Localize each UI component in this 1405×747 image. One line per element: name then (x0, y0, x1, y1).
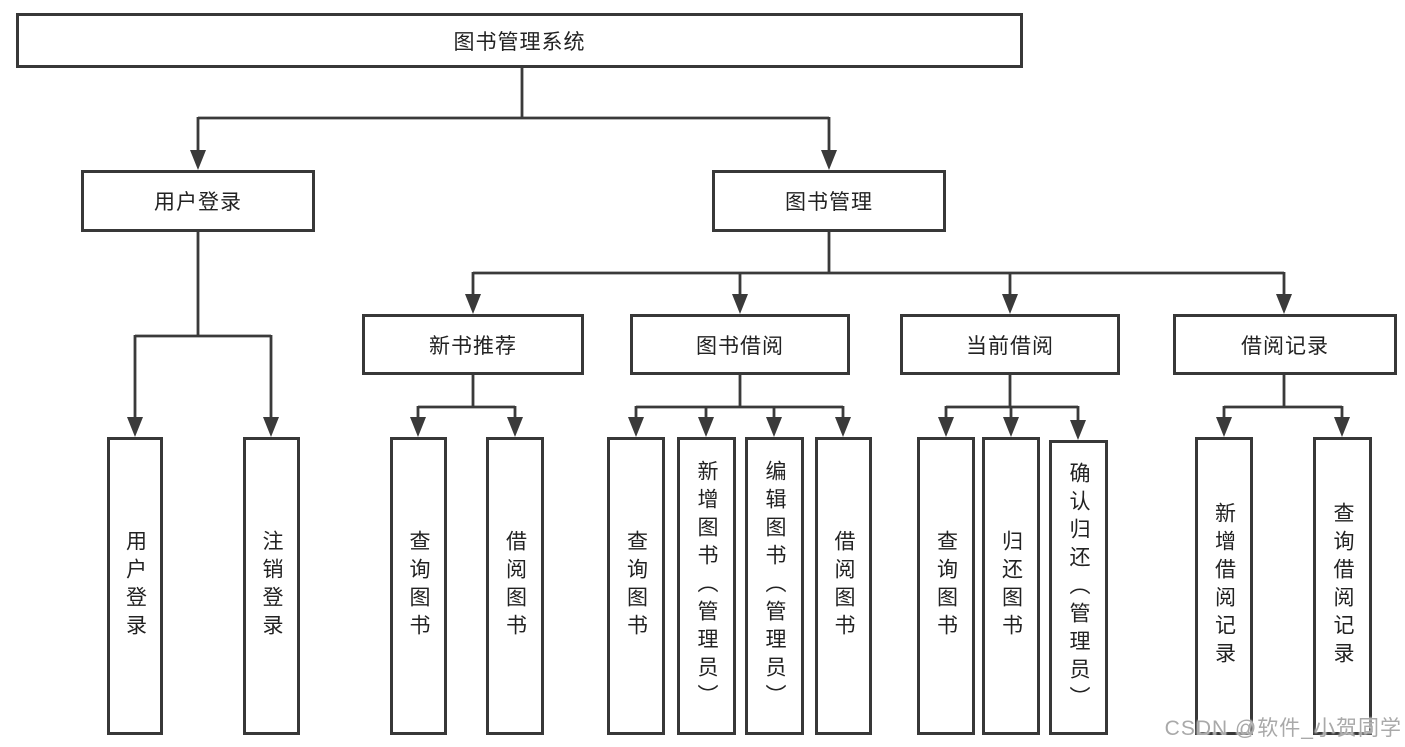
node-leaf-confirm-return-admin-label: 确认归还（管理员） (1067, 461, 1090, 714)
node-book-management-label: 图书管理 (785, 191, 873, 214)
node-book-borrow: 图书借阅 (630, 314, 850, 375)
node-leaf-borrow-book-2: 借阅图书 (815, 437, 872, 735)
node-leaf-query-book-2: 查询图书 (607, 437, 665, 735)
node-root-label: 图书管理系统 (453, 30, 586, 54)
node-leaf-return-book: 归还图书 (982, 437, 1040, 735)
node-leaf-user-login: 用户登录 (107, 437, 163, 735)
node-borrow-record: 借阅记录 (1173, 314, 1397, 375)
csdn-watermark: CSDN @软件_小贺同学 (1164, 717, 1402, 740)
node-leaf-logout-label: 注销登录 (260, 530, 283, 642)
node-user-login-label: 用户登录 (154, 191, 242, 214)
node-leaf-add-book-admin: 新增图书（管理员） (677, 437, 736, 735)
node-leaf-edit-book-admin-label: 编辑图书（管理员） (763, 460, 786, 712)
node-leaf-query-book-2-label: 查询图书 (624, 530, 648, 642)
node-new-book-recommend: 新书推荐 (362, 314, 584, 375)
node-leaf-query-book-1-label: 查询图书 (407, 530, 430, 642)
node-leaf-add-borrow-record-label: 新增借阅记录 (1212, 502, 1236, 670)
node-leaf-confirm-return-admin: 确认归还（管理员） (1049, 440, 1108, 735)
node-leaf-query-borrow-record: 查询借阅记录 (1313, 437, 1372, 735)
node-leaf-borrow-book-2-label: 借阅图书 (832, 530, 855, 642)
node-leaf-user-login-label: 用户登录 (123, 530, 147, 642)
node-user-login: 用户登录 (81, 170, 315, 232)
node-leaf-return-book-label: 归还图书 (999, 530, 1023, 642)
node-leaf-add-borrow-record: 新增借阅记录 (1195, 437, 1253, 735)
node-leaf-edit-book-admin: 编辑图书（管理员） (745, 437, 804, 735)
node-current-borrow-label: 当前借阅 (966, 334, 1054, 358)
node-leaf-query-book-3: 查询图书 (917, 437, 975, 735)
node-book-management: 图书管理 (712, 170, 946, 232)
node-leaf-borrow-book-1-label: 借阅图书 (503, 530, 527, 642)
node-root-system: 图书管理系统 (16, 13, 1023, 68)
node-leaf-add-book-admin-label: 新增图书（管理员） (695, 460, 718, 712)
node-book-borrow-label: 图书借阅 (696, 334, 784, 358)
node-new-book-recommend-label: 新书推荐 (429, 334, 517, 358)
node-borrow-record-label: 借阅记录 (1241, 334, 1329, 358)
node-leaf-query-book-1: 查询图书 (390, 437, 447, 735)
node-leaf-query-borrow-record-label: 查询借阅记录 (1331, 502, 1354, 670)
node-leaf-logout: 注销登录 (243, 437, 300, 735)
node-leaf-borrow-book-1: 借阅图书 (486, 437, 544, 735)
node-leaf-query-book-3-label: 查询图书 (934, 530, 958, 642)
node-current-borrow: 当前借阅 (900, 314, 1120, 375)
